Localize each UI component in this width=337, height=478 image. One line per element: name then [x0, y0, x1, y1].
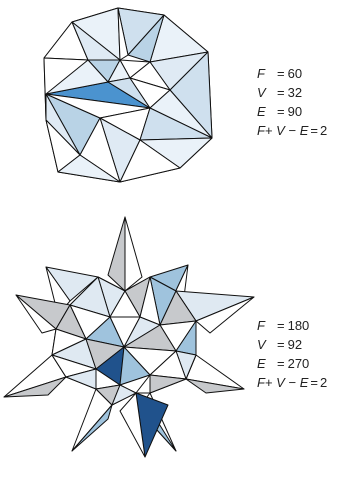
edges-symbol: E	[257, 356, 266, 371]
star-spike	[107, 216, 126, 292]
star-spike	[124, 216, 143, 292]
top-face	[127, 14, 165, 63]
vertices-count-row: V=32	[257, 85, 303, 100]
star-spike	[185, 378, 245, 394]
edges-value: 270	[287, 356, 310, 371]
bottom-polyhedron-drawing	[3, 216, 255, 458]
edges-symbol: E	[257, 104, 266, 119]
faces-count-row: F=60	[257, 66, 303, 81]
edges-count-row: E=90	[257, 104, 303, 119]
vertices-symbol: V	[257, 85, 266, 100]
top-face	[119, 139, 181, 183]
vertices-symbol: V	[257, 337, 266, 352]
star-face	[149, 374, 187, 394]
top-face	[117, 7, 129, 61]
edges-count-row: E=270	[257, 356, 310, 371]
bottom-counts: F=180 V=92 E=270 F+ V − E=2	[257, 316, 327, 392]
faces-symbol: F	[257, 66, 265, 81]
top-face	[57, 154, 121, 183]
star-spike	[71, 404, 113, 452]
top-polyhedron-drawing	[43, 7, 213, 183]
edges-value: 90	[287, 104, 303, 119]
star-face	[111, 384, 137, 406]
top-polyhedron	[0, 0, 240, 190]
bottom-polyhedron	[0, 205, 256, 470]
faces-symbol: F	[257, 318, 265, 333]
vertices-value: 92	[287, 337, 303, 352]
top-face	[45, 59, 109, 95]
top-counts: F=60 V=32 E=90 F+ V − E=2	[257, 64, 327, 140]
faces-value: 60	[287, 66, 303, 81]
star-spike	[119, 392, 146, 458]
faces-count-row: F=180	[257, 318, 310, 333]
star-spike	[195, 296, 255, 334]
vertices-count-row: V=92	[257, 337, 303, 352]
vertices-value: 32	[287, 85, 303, 100]
star-spike	[3, 376, 67, 398]
faces-value: 180	[287, 318, 310, 333]
euler-formula: F+ V − E=2	[257, 123, 328, 138]
star-spike	[15, 294, 57, 334]
euler-formula: F+ V − E=2	[257, 375, 328, 390]
